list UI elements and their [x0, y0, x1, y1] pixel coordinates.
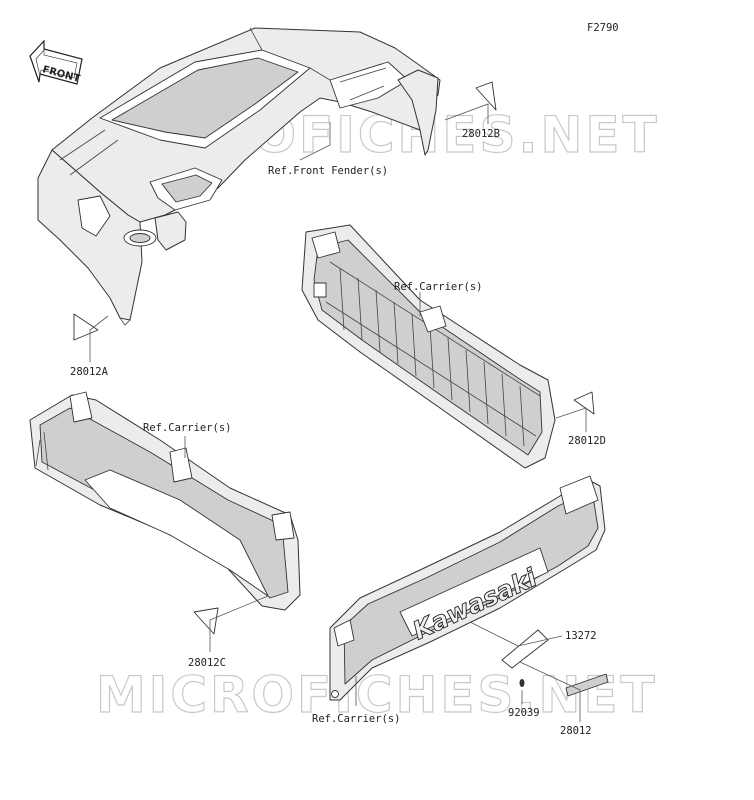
label-28012: 28012 [519, 661, 609, 737]
label-28012A: 28012A [70, 313, 109, 378]
rear-carrier-panel [301, 224, 556, 469]
label-28012C: 28012C [188, 595, 269, 669]
part-label-13272: 13272 [565, 630, 597, 642]
decal-28012D-icon [573, 391, 595, 415]
rivet-92039-icon [519, 679, 525, 687]
part-label-28012C: 28012C [188, 657, 226, 669]
front-cover-assembly [37, 27, 441, 326]
part-label-28012: 28012 [560, 725, 592, 737]
decal-28012A-icon [73, 313, 99, 341]
ref-carrier-label-3: Ref.Carrier(s) [312, 713, 401, 725]
part-label-28012B: 28012B [462, 128, 500, 140]
side-carrier-panel [29, 391, 301, 611]
figure-code: F2790 [587, 22, 619, 34]
label-92039: 92039 [508, 679, 540, 719]
watermark-bottom: MICROFICHES.NET [96, 666, 658, 724]
part-label-28012D: 28012D [568, 435, 606, 447]
label-28012B: 28012B [444, 81, 500, 140]
decal-28012-icon [565, 673, 609, 697]
part-label-28012A: 28012A [70, 366, 109, 378]
front-direction-arrow-icon: FRONT [29, 39, 83, 85]
ref-carrier-label-2: Ref.Carrier(s) [143, 422, 232, 434]
label-28012D: 28012D [555, 391, 606, 447]
decal-28012B-icon [475, 81, 497, 111]
label-13272: 13272 [469, 621, 597, 669]
ref-front-fender-label: Ref.Front Fender(s) [268, 165, 388, 177]
part-label-92039: 92039 [508, 707, 540, 719]
ref-carrier-label-1: Ref.Carrier(s) [394, 281, 483, 293]
decal-13272-icon [501, 629, 549, 669]
decal-28012C-icon [193, 607, 219, 635]
